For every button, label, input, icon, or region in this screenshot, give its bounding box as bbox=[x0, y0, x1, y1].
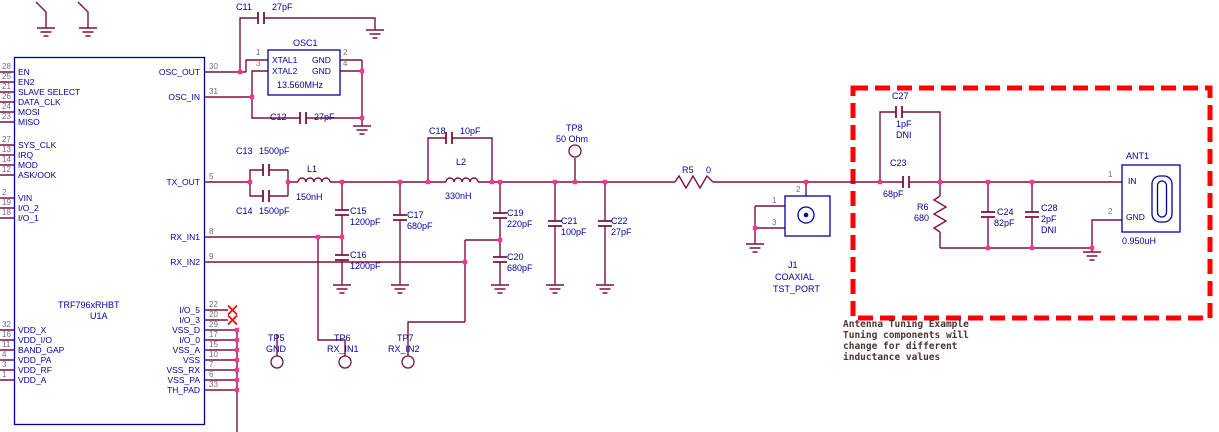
ant1-loop-icon-inner bbox=[1156, 180, 1168, 218]
antenna-tuning-highlight-box bbox=[850, 85, 1213, 321]
ant1-loop-icon bbox=[1151, 175, 1173, 223]
junction-dots bbox=[234, 68, 1095, 393]
wires bbox=[0, 1, 1122, 432]
j1-coax-center bbox=[803, 212, 809, 218]
ground-symbols bbox=[37, 27, 1101, 294]
capacitor-plates bbox=[257, 12, 1039, 263]
tp6-circle bbox=[338, 355, 352, 369]
resistor-r5 bbox=[674, 174, 714, 190]
no-connect-x-icons bbox=[227, 304, 238, 326]
inductor-l2 bbox=[445, 177, 479, 183]
j1-body bbox=[784, 195, 831, 237]
inductor-l1 bbox=[297, 177, 331, 183]
tp5-circle bbox=[270, 355, 284, 369]
ic-body bbox=[13, 56, 206, 426]
j1-coax-circle bbox=[797, 206, 815, 224]
tp7-circle bbox=[401, 355, 415, 369]
ant1-body bbox=[1121, 164, 1181, 233]
osc1-body bbox=[267, 49, 341, 96]
tp8-circle bbox=[568, 144, 582, 158]
resistor-r6 bbox=[932, 195, 948, 233]
